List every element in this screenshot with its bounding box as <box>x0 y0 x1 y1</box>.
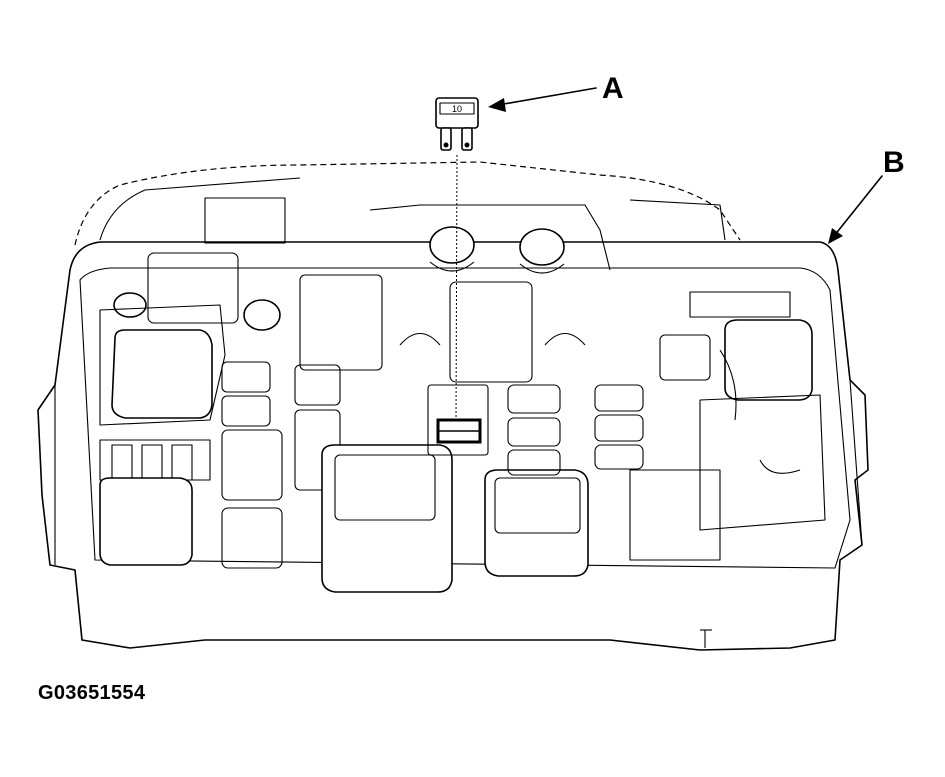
center-relays <box>299 274 589 593</box>
fuse-blade-left <box>440 127 452 151</box>
fuse-slot <box>436 418 482 444</box>
fuse-body <box>435 97 479 129</box>
left-relays <box>99 252 239 566</box>
stud-terminal-left <box>429 226 475 264</box>
callout-label-a: A <box>602 72 624 105</box>
stud-terminal-right <box>519 228 565 266</box>
fuse-blade-right <box>461 127 473 151</box>
callout-arrow-a <box>488 87 597 112</box>
fuse-box-housing <box>37 161 869 651</box>
fuse: 10 <box>435 97 479 151</box>
figure-id: G03651554 <box>38 682 146 704</box>
guide-line <box>455 154 458 421</box>
fuse-rating: 10 <box>452 104 462 114</box>
stud-terminal-small <box>243 299 281 331</box>
callout-label-b: B <box>883 146 905 179</box>
callout-arrow-b <box>828 175 883 244</box>
fuse-stacks <box>427 384 644 476</box>
rear-ledge <box>113 197 726 346</box>
right-relays <box>629 291 826 561</box>
